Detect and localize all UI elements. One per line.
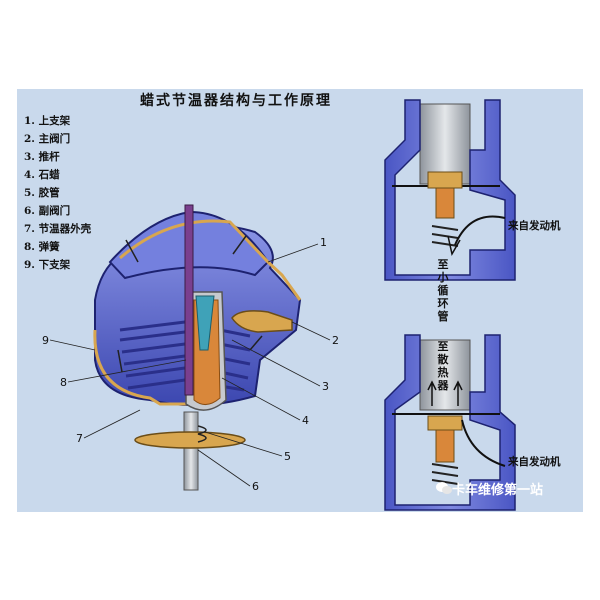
bypass-spring <box>197 425 207 443</box>
spring-top <box>431 225 459 247</box>
callout-lines <box>49 243 331 487</box>
watermark-text: 卡车维修第一站 <box>452 483 544 498</box>
callout-number: 1 <box>320 236 327 249</box>
flow-curve-bottom <box>461 419 506 467</box>
callout-number: 6 <box>252 480 259 493</box>
callout-number: 8 <box>60 376 67 389</box>
callout-number: 5 <box>284 450 291 463</box>
lower-stem <box>183 411 199 491</box>
lower-bracket <box>93 329 223 406</box>
flow-arrows <box>117 235 263 373</box>
legend-item: 4. 石蜡 <box>24 169 60 181</box>
radiator-view <box>384 334 516 511</box>
callout-number: 7 <box>76 432 83 445</box>
outlet-pipe-top <box>419 103 471 185</box>
arrow-up-bottom <box>427 380 463 406</box>
chat-icon <box>436 482 452 494</box>
rubber-tube <box>195 295 215 351</box>
spring <box>119 320 251 392</box>
valve-top <box>427 171 463 189</box>
from-engine-label-bottom: 来自发动机 <box>508 456 561 468</box>
legend-item: 5. 胶管 <box>24 187 60 199</box>
small-loop-view <box>384 99 516 281</box>
legend-item: 6. 副阀门 <box>24 205 71 217</box>
callout-number: 3 <box>322 380 329 393</box>
legend-item: 1. 上支架 <box>24 115 71 127</box>
legend-item: 2. 主阀门 <box>24 133 71 145</box>
legend-item: 9. 下支架 <box>24 259 71 271</box>
push-rod <box>184 204 194 396</box>
from-engine-label-top: 来自发动机 <box>508 220 561 232</box>
spring-bottom <box>431 463 459 485</box>
housing-top <box>384 99 516 281</box>
flow-curve-top <box>454 215 506 246</box>
bypass-valve <box>134 431 246 449</box>
to-radiator-label: 至散热器 <box>437 340 449 392</box>
housing-bottom <box>384 334 516 511</box>
to-small-loop-label: 至小循环管 <box>437 258 449 323</box>
callout-number: 4 <box>302 414 309 427</box>
arrow-top <box>447 235 461 257</box>
parts-legend: 1. 上支架 2. 主阀门 3. 推杆 4. 石蜡 5. 胶管 6. 副阀门 7… <box>24 112 91 274</box>
wax-top <box>435 187 455 219</box>
callout-number: 2 <box>332 334 339 347</box>
legend-item: 7. 节温器外壳 <box>24 223 92 235</box>
main-valve <box>231 310 293 333</box>
wax-bottom <box>435 429 455 463</box>
valve-bottom <box>427 415 463 431</box>
legend-item: 8. 弹簧 <box>24 241 60 253</box>
legend-item: 3. 推杆 <box>24 151 60 163</box>
thermostat-cutaway <box>93 204 302 491</box>
diagram-title: 蜡式节温器结构与工作原理 <box>140 93 332 109</box>
callout-number: 9 <box>42 334 49 347</box>
